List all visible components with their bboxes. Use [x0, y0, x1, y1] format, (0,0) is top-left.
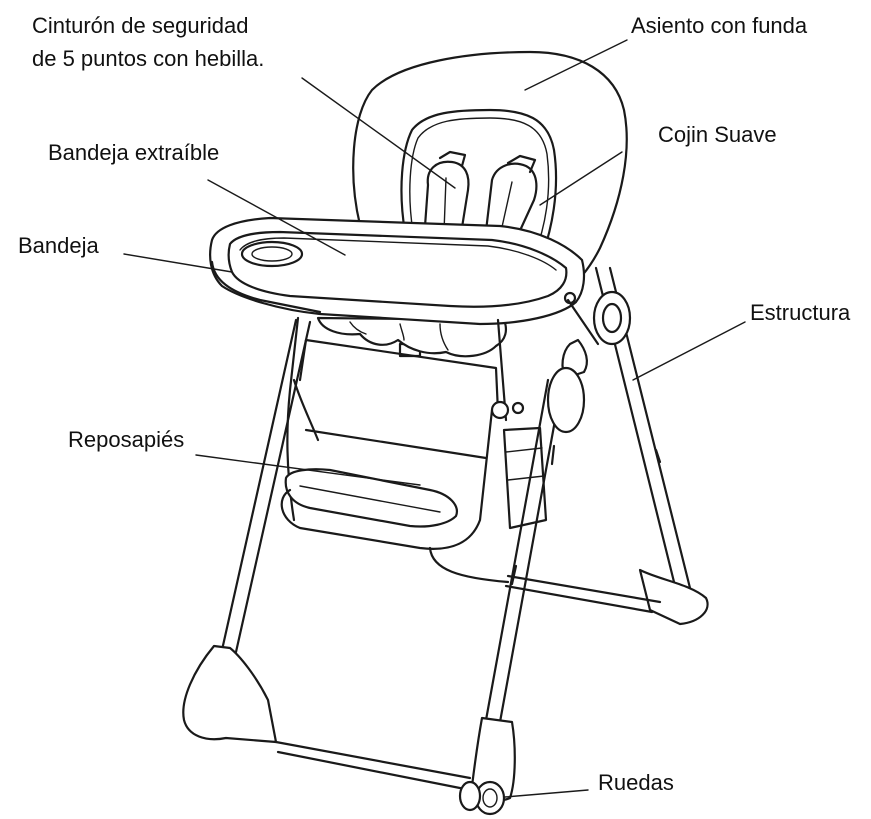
footrest-label: Reposapiés: [68, 427, 184, 452]
tray-label: Bandeja: [18, 233, 100, 258]
removable-tray-label: Bandeja extraíble: [48, 140, 219, 165]
seat-cover-label: Asiento con funda: [631, 13, 808, 38]
frame-callout-line: [633, 322, 745, 380]
frame-label: Estructura: [750, 300, 851, 325]
wheels-label: Ruedas: [598, 770, 674, 795]
soft-cushion-label: Cojin Suave: [658, 122, 777, 147]
tray: [210, 218, 584, 324]
harness-label-line1: Cinturón de seguridad: [32, 13, 248, 38]
wheels-callout-line: [505, 790, 588, 797]
high-chair-illustration: [183, 52, 707, 814]
storage-basket: [504, 428, 546, 528]
harness-label-line2: de 5 puntos con hebilla.: [32, 46, 264, 71]
